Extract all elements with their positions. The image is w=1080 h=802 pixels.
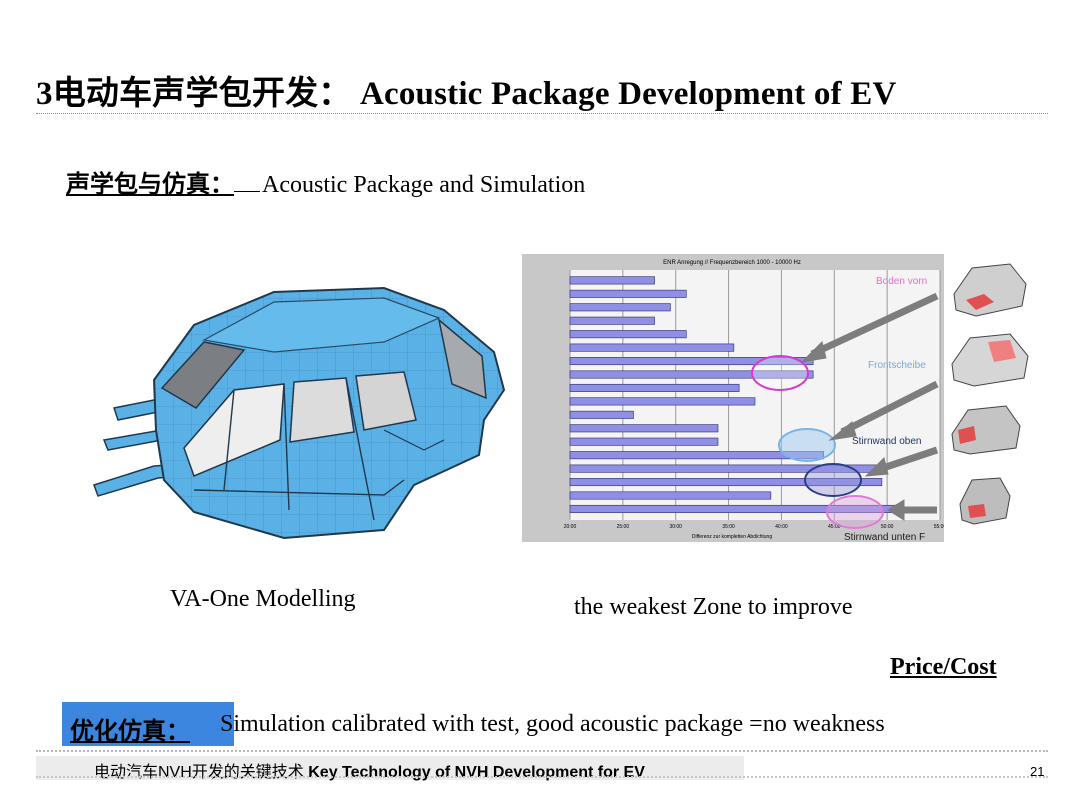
chart-tick-label: 30:00 xyxy=(669,524,682,530)
subtitle-english: Acoustic Package and Simulation xyxy=(262,172,586,198)
slide-title: 3电动车声学包开发： Acoustic Package Development … xyxy=(36,76,897,112)
highlight-ellipse-boden xyxy=(751,355,809,391)
optimization-badge xyxy=(62,702,234,746)
chart-bar xyxy=(569,478,883,487)
footer-dotted-line-top xyxy=(36,750,1048,754)
chart-bar xyxy=(569,316,655,325)
chart-bar xyxy=(569,397,756,406)
annotation-stirnwand-oben: Stirnwand oben xyxy=(852,436,922,447)
subtitle-underline-gap xyxy=(234,190,260,192)
annotation-stirnwand-unten: Stirnwand unten F xyxy=(844,532,925,542)
page-number: 21 xyxy=(1030,764,1045,779)
thumbnail-frontscheibe xyxy=(951,333,1029,387)
chart-tick-label: 40:00 xyxy=(775,524,788,530)
chart-bar xyxy=(569,424,719,433)
chart-tick-label: 20:00 xyxy=(564,524,577,530)
footer-chinese: 电动汽车NVH开发的关键技术 xyxy=(94,764,304,781)
zone-thumbnail-images xyxy=(951,263,1029,525)
highlight-ellipse-stirnwand-unten xyxy=(826,495,884,529)
chart-bar xyxy=(569,289,687,298)
chart-bar xyxy=(569,343,735,352)
footer-dotted-line-bottom xyxy=(36,776,1048,778)
chart-tick-label: 55:00 xyxy=(934,524,944,530)
chart-bar xyxy=(569,437,719,446)
chart-bar xyxy=(569,370,814,379)
chart-bar xyxy=(569,383,740,392)
chart-tick-label: 25:00 xyxy=(617,524,630,530)
subtitle-chinese: 声学包与仿真： xyxy=(66,172,234,198)
chart-tick-label: 50:00 xyxy=(881,524,894,530)
highlight-ellipse-frontscheibe xyxy=(778,428,836,462)
chart-bar xyxy=(569,410,634,419)
chart-tick-label: 35:00 xyxy=(722,524,735,530)
car-body-model-image xyxy=(93,286,506,540)
thumbnail-stirnwand-unten xyxy=(959,477,1011,525)
thumbnail-boden-vorn xyxy=(953,263,1027,317)
section-subtitle: 声学包与仿真： Acoustic Package and Simulation xyxy=(66,164,585,199)
arrows xyxy=(800,292,939,521)
caption-weakest-zone: the weakest Zone to improve xyxy=(574,594,853,620)
chart-xlabel: Differenz zur kompletten Abdichtung xyxy=(692,534,772,540)
chart-bar xyxy=(569,330,687,339)
annotation-frontscheibe: Frontscheibe xyxy=(868,360,926,371)
chart-bar xyxy=(569,303,671,312)
optimization-chinese: 优化仿真： xyxy=(70,719,190,745)
highlight-ellipse-stirnwand-oben xyxy=(804,463,862,497)
footer-english: Key Technology of NVH Development for EV xyxy=(308,764,645,781)
chart-title: ENR Anregung // Frequenzbereich 1000 - 1… xyxy=(663,260,801,266)
optimization-english: Simulation calibrated with test, good ac… xyxy=(220,711,885,737)
caption-va-one: VA-One Modelling xyxy=(170,586,356,612)
chart: ENR Anregung // Frequenzbereich 1000 - 1… xyxy=(522,254,944,542)
chart-tick-label: 45:00 xyxy=(828,524,841,530)
annotation-boden-vorn: Boden vorn xyxy=(876,276,927,287)
title-divider xyxy=(36,113,1048,114)
thumbnail-stirnwand-oben xyxy=(951,405,1021,455)
price-cost-label: Price/Cost xyxy=(890,654,997,680)
chart-bar xyxy=(569,276,655,285)
chart-bar xyxy=(569,357,814,366)
chart-bar xyxy=(569,491,772,500)
